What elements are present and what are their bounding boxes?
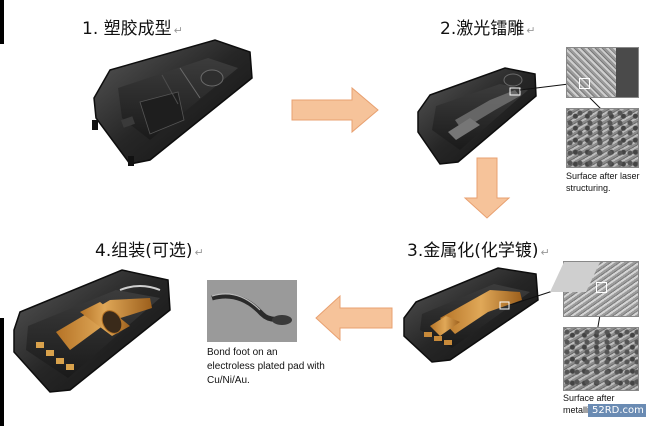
left-edge-bar — [0, 0, 4, 44]
metallized-part — [403, 267, 539, 363]
step1-title-text: 1. 塑胶成型 — [82, 19, 172, 39]
left-edge-bar — [0, 318, 4, 426]
return-mark-icon: ↵ — [540, 246, 550, 259]
laser-caption: Surface after laser structuring. — [566, 171, 640, 193]
step2-title-text: 2.激光镭雕 — [440, 19, 525, 39]
arrow-right — [291, 86, 379, 134]
arrow-left — [315, 294, 393, 342]
step4-title: 4.组装(可选)↵ — [95, 236, 204, 261]
sem-laser-overview — [566, 47, 639, 98]
return-mark-icon: ↵ — [173, 24, 183, 37]
bond-caption: Bond foot on an electroless plated pad w… — [207, 347, 325, 386]
assembled-part — [13, 269, 171, 393]
return-mark-icon: ↵ — [194, 246, 204, 259]
laser-part — [417, 67, 537, 165]
step3-title-text: 3.金属化(化学镀) — [407, 241, 539, 261]
step2-title: 2.激光镭雕↵ — [440, 14, 535, 39]
sem-metal-overview — [550, 261, 639, 317]
return-mark-icon: ↵ — [526, 24, 536, 37]
sem-laser-detail — [566, 108, 639, 168]
arrow-down — [463, 157, 511, 219]
watermark-logo: 52RD.com — [588, 404, 646, 417]
sem-metal-detail — [563, 327, 639, 391]
step3-title: 3.金属化(化学镀)↵ — [407, 236, 550, 261]
step4-title-text: 4.组装(可选) — [95, 241, 193, 261]
step1-title: 1. 塑胶成型↵ — [82, 14, 183, 39]
bond-foot-photo — [207, 280, 297, 342]
molded-part — [92, 39, 253, 166]
